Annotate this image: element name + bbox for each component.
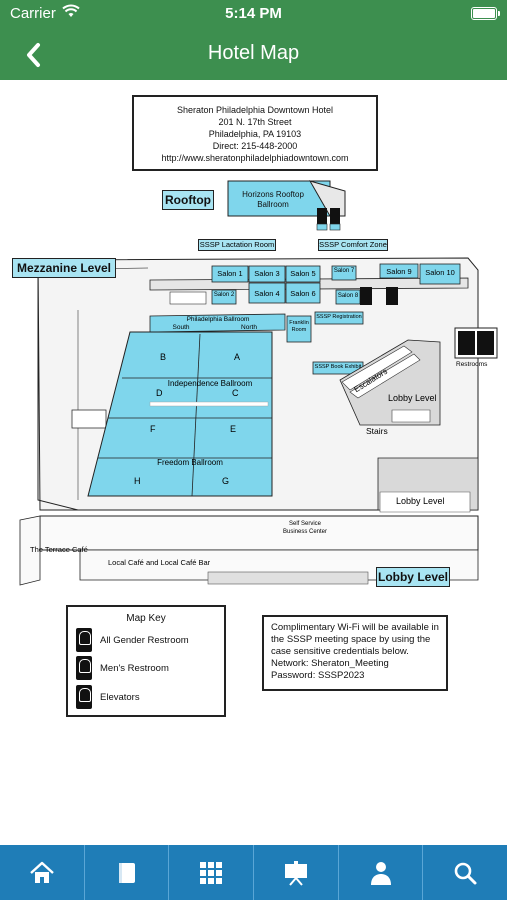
room-salon7: Salon 7 — [333, 268, 355, 274]
room-franklin: Franklin Room — [289, 320, 309, 333]
room-salon1: Salon 1 — [217, 269, 243, 278]
lobby-level-label: Lobby Level — [376, 567, 450, 587]
hotel-phone: Direct: 215-448-2000 — [212, 141, 298, 151]
grid-icon — [200, 861, 223, 884]
room-salon10: Salon 10 — [425, 268, 455, 277]
room-book-exhibit: SSSP Book Exhibit — [314, 364, 362, 370]
room-north: North — [241, 324, 257, 331]
search-icon — [454, 862, 477, 884]
key-mens-label: Men's Restroom — [100, 662, 169, 674]
presentation-icon — [284, 860, 307, 886]
room-lactation: SSSP Lactation Room — [198, 239, 276, 251]
hotel-street: 201 N. 17th Street — [218, 117, 292, 127]
wifi-info-box: Complimentary Wi-Fi will be available in… — [262, 615, 448, 691]
status-time: 5:14 PM — [225, 5, 282, 22]
room-salon3: Salon 3 — [254, 269, 280, 278]
room-b: B — [160, 352, 167, 362]
room-f: F — [150, 424, 156, 434]
wifi-password: Password: SSSP2023 — [271, 670, 365, 681]
lobby-level-upper: Lobby Level — [388, 393, 437, 403]
room-horizons: Horizons Rooftop Ballroom — [242, 190, 304, 209]
room-salon6: Salon 6 — [290, 289, 316, 298]
key-all-gender: All Gender Restroom — [76, 627, 189, 653]
battery-icon — [471, 7, 500, 20]
wifi-network: Network: Sheraton_Meeting — [271, 658, 389, 669]
hotel-map[interactable]: Sheraton Philadelphia Downtown Hotel 201… — [0, 80, 507, 845]
room-philadelphia: Philadelphia Ballroom — [186, 316, 250, 323]
room-salon9: Salon 9 — [386, 267, 412, 276]
tab-person[interactable] — [339, 845, 424, 900]
local-cafe: Local Café and Local Café Bar — [108, 558, 211, 567]
page-title: Hotel Map — [207, 42, 300, 64]
top-bar: Carrier 5:14 PM Hotel Map — [0, 0, 507, 80]
rooftop-label: Rooftop — [162, 190, 214, 210]
floor-plan — [19, 180, 498, 586]
room-e: E — [230, 424, 237, 434]
room-salon5: Salon 5 — [290, 269, 316, 278]
hotel-info-box: Sheraton Philadelphia Downtown Hotel 201… — [132, 95, 378, 171]
key-elevators: Elevators — [76, 684, 140, 710]
elevator-icon — [76, 685, 92, 709]
hotel-url: http://www.sheratonphiladelphiadowntown.… — [161, 153, 349, 163]
map-key-title: Map Key — [126, 613, 166, 624]
room-registration: SSSP Registration — [316, 314, 362, 320]
hotel-city: Philadelphia, PA 19103 — [208, 129, 302, 139]
status-bar: Carrier 5:14 PM — [0, 0, 507, 28]
tab-presentation[interactable] — [254, 845, 339, 900]
lobby-level-lower: Lobby Level — [396, 496, 445, 506]
room-salon4: Salon 4 — [254, 289, 280, 298]
hotel-name: Sheraton Philadelphia Downtown Hotel — [176, 105, 334, 115]
tab-book[interactable] — [85, 845, 170, 900]
room-h: H — [134, 476, 141, 486]
room-a: A — [234, 352, 241, 362]
room-salon2: Salon 2 — [213, 292, 235, 298]
tab-search[interactable] — [423, 845, 507, 900]
tab-grid[interactable] — [169, 845, 255, 900]
room-salon8: Salon 8 — [337, 293, 359, 299]
room-g: G — [222, 476, 230, 486]
map-key: Map Key All Gender Restroom Men's Restro… — [66, 605, 226, 717]
person-icon — [370, 861, 391, 885]
self-service-center: Self Service Business Center — [282, 521, 328, 535]
key-all-gender-label: All Gender Restroom — [100, 634, 189, 646]
room-d: D — [156, 388, 163, 398]
mezzanine-label: Mezzanine Level — [12, 258, 116, 278]
room-c: C — [232, 388, 239, 398]
nav-bar: Hotel Map — [0, 28, 507, 80]
book-icon — [118, 862, 135, 883]
stairs-label: Stairs — [366, 426, 388, 436]
room-independence: Independence Ballroom — [167, 379, 253, 388]
all-gender-restroom-icon — [76, 628, 92, 652]
key-elevators-label: Elevators — [100, 691, 140, 703]
tab-bar — [0, 845, 507, 900]
restrooms-label: Restrooms — [456, 361, 488, 368]
carrier-label: Carrier — [10, 5, 56, 22]
wifi-icon — [62, 4, 80, 17]
chevron-left-icon[interactable] — [18, 38, 52, 72]
tab-home[interactable] — [0, 845, 85, 900]
key-mens: Men's Restroom — [76, 655, 169, 681]
room-comfort: SSSP Comfort Zone — [318, 239, 388, 251]
terrace-cafe: The Terrace Café — [30, 545, 88, 554]
mens-restroom-icon — [76, 656, 92, 680]
wifi-description: Complimentary Wi-Fi will be available in… — [271, 622, 439, 657]
home-icon — [30, 861, 54, 883]
room-freedom: Freedom Ballroom — [157, 458, 223, 467]
room-south: South — [172, 324, 190, 331]
